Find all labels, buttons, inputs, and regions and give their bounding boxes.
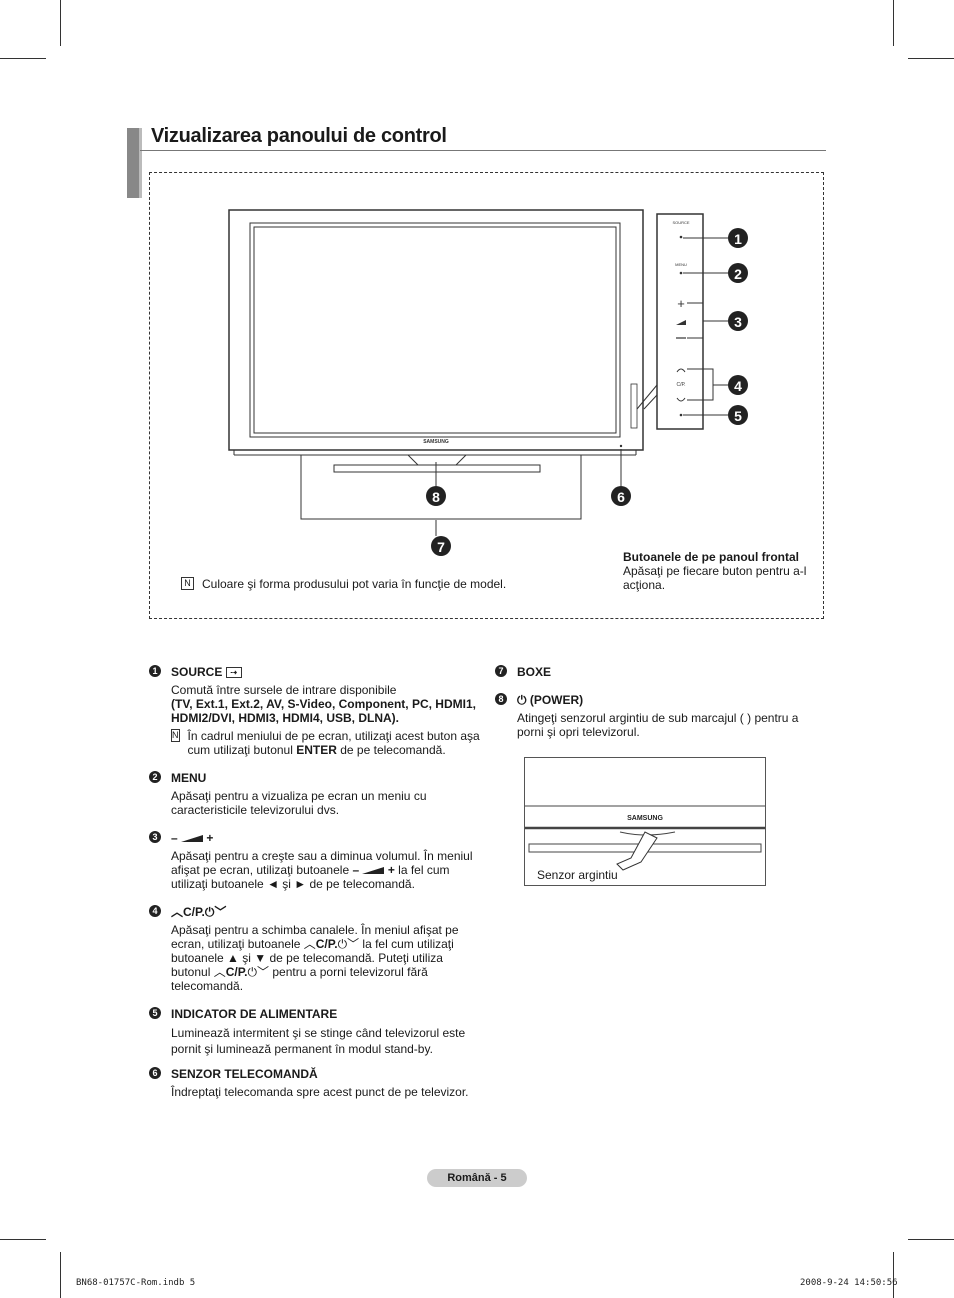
callout-8: 8 xyxy=(426,486,446,506)
svg-text:6: 6 xyxy=(617,489,625,505)
remote-sensor-dot xyxy=(619,444,623,448)
caption-title: Butoanele de pe panoul frontal xyxy=(623,550,800,564)
item-source: 1 SOURCE ⇢ Comută între sursele de intra… xyxy=(149,665,484,757)
chevron-down-icon: ﹀ xyxy=(257,965,270,979)
svg-text:4: 4 xyxy=(734,378,742,394)
chevron-down-icon: ﹀ xyxy=(347,937,360,951)
panel-label-menu: MENU xyxy=(675,262,687,267)
finger-icon xyxy=(616,831,658,871)
tv-body xyxy=(228,209,644,520)
power-icon: ⏻ xyxy=(337,937,348,951)
crop-mark xyxy=(60,1252,61,1298)
svg-text:1: 1 xyxy=(734,231,742,247)
callout-5: 5 xyxy=(728,405,748,425)
callout-1: 1 xyxy=(728,228,748,248)
diagram-caption: Butoanele de pe panoul frontal Apăsaţi p… xyxy=(623,550,823,592)
vol-plus-icon: + xyxy=(677,296,685,311)
power-icon: ⏻ xyxy=(204,905,215,919)
item-menu: 2 MENU Apăsaţi pentru a vizualiza pe ecr… xyxy=(149,771,484,817)
volume-icon xyxy=(362,867,385,874)
callout-3: 3 xyxy=(728,311,748,331)
print-date: 2008-9-24 14:50:56 xyxy=(800,1278,898,1288)
sensor-illustration: SAMSUNG xyxy=(525,805,765,871)
crop-mark xyxy=(908,58,954,59)
panel-label-source: SOURCE xyxy=(672,220,689,225)
crop-mark xyxy=(893,1252,894,1298)
left-column: 1 SOURCE ⇢ Comută între sursele de intra… xyxy=(149,665,484,1099)
page-number: Română - 5 xyxy=(427,1169,527,1187)
source-icon: ⇢ xyxy=(225,667,242,679)
menu-button-dot xyxy=(679,271,683,275)
callout-2: 2 xyxy=(728,263,748,283)
chevron-up-icon: ︿ xyxy=(171,905,184,919)
photo-logo: SAMSUNG xyxy=(627,815,663,822)
power-led-dot xyxy=(679,413,683,417)
svg-text:3: 3 xyxy=(734,314,742,330)
sensor-photo: SAMSUNG xyxy=(524,757,766,886)
vol-icon xyxy=(676,320,686,325)
item-power-indicator: 5 INDICATOR DE ALIMENTARE Luminează inte… xyxy=(149,1007,484,1057)
chevron-up-icon: ︿ xyxy=(303,937,316,951)
chevron-down-icon: ﹀ xyxy=(214,905,227,919)
control-panel xyxy=(636,213,704,430)
item-speakers: 7 BOXE xyxy=(495,665,815,679)
note-icon: N xyxy=(181,577,194,590)
diagram-frame xyxy=(149,172,824,619)
power-icon: ⏻ xyxy=(247,965,258,979)
right-column: 7 BOXE 8 ⏻ (POWER) Atingeţi senzorul arg… xyxy=(495,665,815,739)
callout-7: 7 xyxy=(431,536,451,556)
tv-logo: SAMSUNG xyxy=(423,439,449,445)
volume-icon xyxy=(181,835,204,842)
svg-text:8: 8 xyxy=(432,489,440,505)
sensor-label: Senzor argintiu xyxy=(537,868,618,882)
source-button-dot xyxy=(679,235,683,239)
crop-mark xyxy=(893,0,894,46)
tv-diagram: SAMSUNG SOURCE MENU + C/P. 1 2 3 4 5 6 7… xyxy=(228,209,748,556)
crop-mark xyxy=(0,1239,46,1240)
callout-6: 6 xyxy=(611,486,631,506)
ch-down-icon xyxy=(676,397,686,402)
chevron-up-icon: ︿ xyxy=(213,965,226,979)
panel-label-cp: C/P. xyxy=(676,382,685,388)
page-title: Vizualizarea panoului de control xyxy=(151,125,447,147)
item-volume: 3 – + Apăsaţi pentru a creşte sau a dimi… xyxy=(149,831,484,891)
svg-text:2: 2 xyxy=(734,266,742,282)
title-rule xyxy=(140,150,826,151)
crop-mark xyxy=(908,1239,954,1240)
note-icon: N xyxy=(171,729,180,742)
callout-leaders xyxy=(435,237,728,536)
crop-mark xyxy=(0,58,46,59)
caption-body: Apăsaţi pe fiecare buton pentru a-l acţi… xyxy=(623,564,807,592)
item-channel: 4 ︿C/P.⏻﹀ Apăsaţi pentru a schimba canal… xyxy=(149,905,484,993)
print-file: BN68-01757C-Rom.indb 5 xyxy=(76,1278,196,1288)
item-power: 8 ⏻ (POWER) Atingeţi senzorul argintiu d… xyxy=(495,693,815,739)
callout-4: 4 xyxy=(728,375,748,395)
item-remote-sensor: 6 SENZOR TELECOMANDĂ Îndreptaţi telecoma… xyxy=(149,1067,484,1099)
power-icon: ⏻ xyxy=(517,693,527,707)
title-accent-bar xyxy=(127,128,142,198)
svg-text:5: 5 xyxy=(734,408,742,424)
ch-up-icon xyxy=(676,368,686,373)
svg-text:7: 7 xyxy=(437,539,445,555)
crop-mark xyxy=(60,0,61,46)
